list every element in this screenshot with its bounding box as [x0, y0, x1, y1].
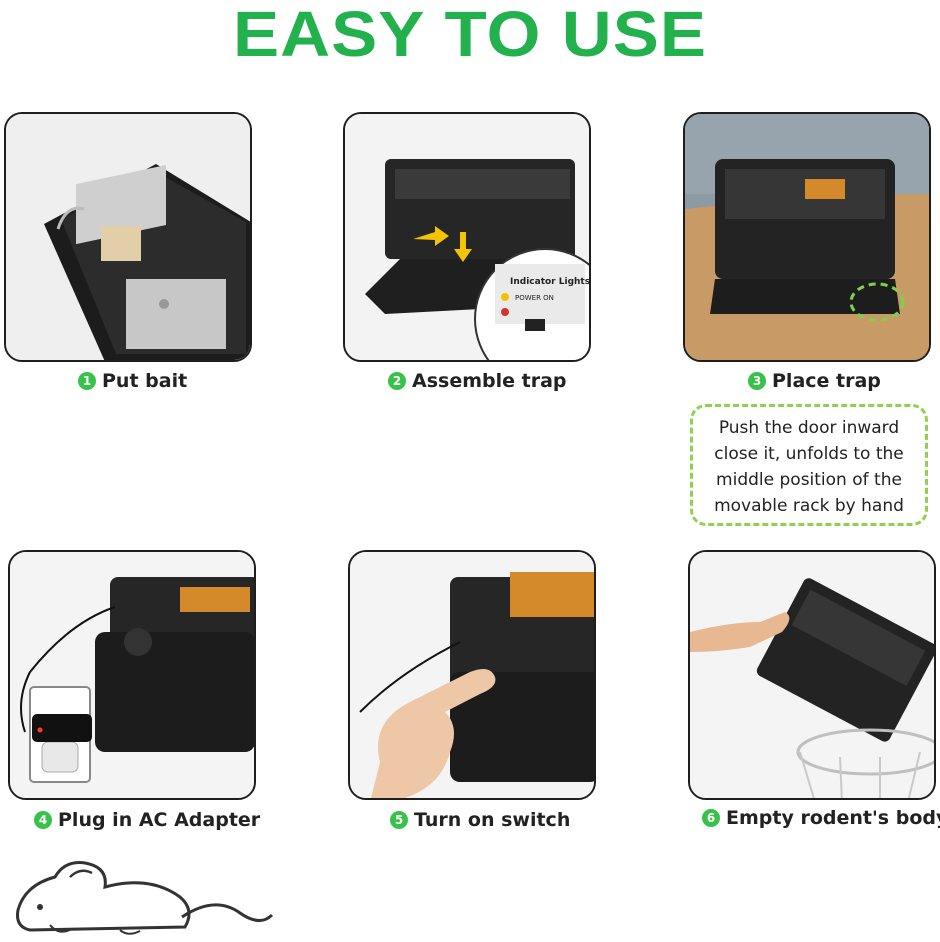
step-2-number-badge: 2: [388, 372, 406, 390]
mouse-outline-icon: [10, 855, 280, 940]
step-2-image: Indicator Lights POWER ON: [343, 112, 591, 362]
step-6-image: [688, 550, 936, 800]
step-5-image: [348, 550, 596, 800]
step-3-label: 3 Place trap: [748, 370, 881, 392]
step-6-text: Empty rodent's body: [726, 807, 940, 829]
page-title: EASY TO USE: [232, 0, 708, 70]
step-4-text: Plug in AC Adapter: [58, 809, 261, 831]
step-1-text: Put bait: [102, 370, 188, 392]
step-1-number-badge: 1: [78, 372, 96, 390]
step-2-text: Assemble trap: [412, 370, 567, 392]
step-3-number-badge: 3: [748, 372, 766, 390]
indicator-power-on: POWER ON: [515, 294, 554, 302]
step-1-label: 1 Put bait: [78, 370, 187, 392]
step-4-image: [8, 550, 256, 800]
step-5-label: 5 Turn on switch: [390, 809, 570, 831]
step-5-text: Turn on switch: [414, 809, 571, 831]
door-instruction-note: Push the door inward close it, unfolds t…: [690, 404, 928, 526]
step-4-label: 4 Plug in AC Adapter: [34, 809, 260, 831]
step-3-text: Place trap: [772, 370, 881, 392]
step-6-number-badge: 6: [702, 809, 720, 827]
step-3-image: [683, 112, 931, 362]
note-line-3: middle position of the: [716, 470, 902, 490]
note-line-4: movable rack by hand: [714, 496, 904, 516]
step-1-image: [4, 112, 252, 362]
note-line-2: close it, unfolds to the: [714, 444, 904, 464]
note-line-1: Push the door inward: [718, 418, 900, 438]
step-4-number-badge: 4: [34, 811, 52, 829]
indicator-title: Indicator Lights: [510, 277, 590, 287]
step-6-label: 6 Empty rodent's body: [702, 807, 940, 829]
step-5-number-badge: 5: [390, 811, 408, 829]
step-2-label: 2 Assemble trap: [388, 370, 567, 392]
